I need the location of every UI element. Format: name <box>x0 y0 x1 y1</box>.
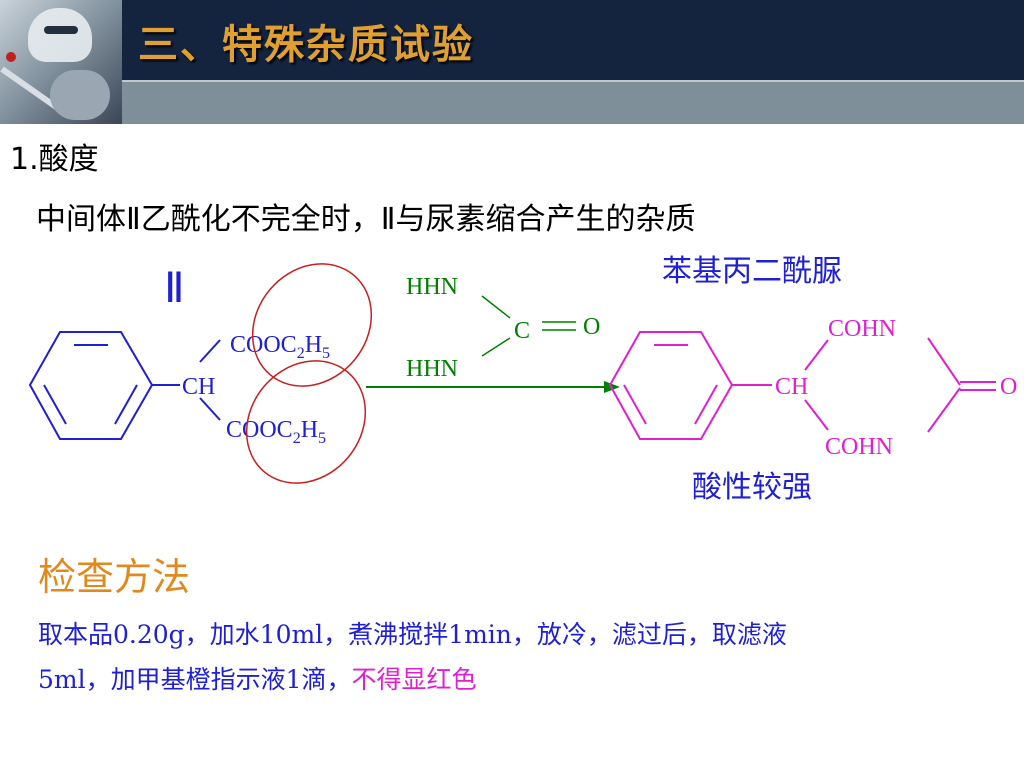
header-bar <box>0 0 1024 80</box>
section-heading: 1.酸度 <box>10 142 99 177</box>
product-cohn-top: COHN <box>828 316 896 342</box>
product-cohn-bottom: COHN <box>825 434 893 460</box>
urea-nh-top: HHN <box>406 274 458 300</box>
impurity-description: 中间体Ⅱ乙酰化不完全时，Ⅱ与尿素缩合产生的杂质 <box>36 202 696 237</box>
urea-carbon: C <box>514 318 530 344</box>
product-benzene-ring <box>608 331 996 440</box>
method-line-1: 取本品0.20g，加水10ml，煮沸搅拌1min，放冷，滤过后，取滤液 <box>38 620 787 649</box>
intermediate-label: Ⅱ <box>164 266 185 312</box>
product-name: 苯基丙二酰脲 <box>662 254 842 289</box>
slide-title: 三、特殊杂质试验 <box>138 22 474 68</box>
product-oxygen: O <box>1000 374 1017 400</box>
highlight-ellipse-bottom <box>245 360 367 484</box>
highlight-ellipse-top <box>251 263 373 387</box>
urea-oxygen: O <box>583 314 600 340</box>
syringe-tip-shape <box>6 52 16 62</box>
reaction-arrow <box>366 381 620 393</box>
header-band <box>0 80 1024 124</box>
header-divider <box>122 80 1024 82</box>
reactant-ch: CH <box>182 374 215 400</box>
urea-nh-bottom: HHN <box>406 356 458 382</box>
face-mask-shape <box>28 8 92 62</box>
ester-group-bottom: COOC2H5 <box>226 417 326 447</box>
method-title: 检查方法 <box>38 555 191 599</box>
method-line-2: 5ml，加甲基橙指示液1滴，不得显红色 <box>38 657 1018 702</box>
acidity-note: 酸性较强 <box>692 470 812 505</box>
method-line-2-text: 5ml，加甲基橙指示液1滴， <box>38 665 352 694</box>
lab-photo <box>0 0 122 124</box>
hand-shape <box>50 70 110 120</box>
goggles-shape <box>44 26 78 34</box>
method-text: 取本品0.20g，加水10ml，煮沸搅拌1min，放冷，滤过后，取滤液 5ml，… <box>38 612 1018 702</box>
product-ch: CH <box>775 374 808 400</box>
method-emphasis: 不得显红色 <box>351 665 477 694</box>
reactant-benzene-ring <box>28 331 221 440</box>
ester-group-top: COOC2H5 <box>230 332 330 362</box>
urea-bonds <box>481 295 576 357</box>
